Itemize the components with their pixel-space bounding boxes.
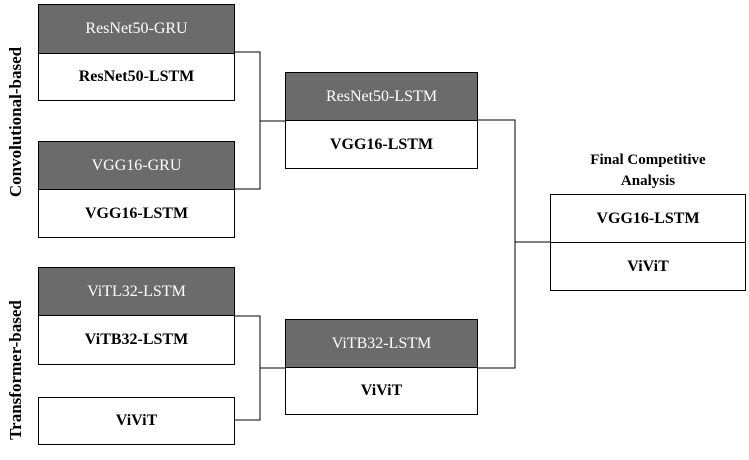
final-title-line2: Analysis: [620, 173, 676, 189]
connector-conv-r1: [235, 51, 261, 190]
r2-trans-winner: ViViT: [285, 367, 478, 415]
r2-conv-eliminated: ResNet50-LSTM: [285, 72, 478, 121]
r1-trans-single: ViViT: [38, 397, 235, 445]
r2-trans-eliminated: ViTB32-LSTM: [285, 319, 478, 368]
final-entry-1: VGG16-LSTM: [550, 194, 746, 243]
r2-conv-winner: VGG16-LSTM: [285, 120, 478, 169]
final-entry-2: ViViT: [550, 242, 746, 291]
final-title: Final Competitive Analysis: [550, 150, 746, 192]
connector-r2: [478, 119, 516, 369]
group-label-convolutional: Convolutional-based: [6, 46, 25, 198]
r1-trans1-winner: ViTB32-LSTM: [38, 315, 235, 365]
group-label-transformer: Transformer-based: [6, 300, 25, 440]
connector-trans-r1: [235, 315, 261, 421]
r1-conv1-winner: ResNet50-LSTM: [38, 53, 235, 101]
r1-conv1-eliminated: ResNet50-GRU: [38, 4, 235, 54]
r1-conv2-winner: VGG16-LSTM: [38, 189, 235, 238]
r1-trans1-eliminated: ViTL32-LSTM: [38, 267, 235, 316]
r1-conv2-eliminated: VGG16-GRU: [38, 141, 235, 190]
final-title-line1: Final Competitive: [590, 152, 706, 168]
bracket-connectors: [235, 51, 550, 421]
